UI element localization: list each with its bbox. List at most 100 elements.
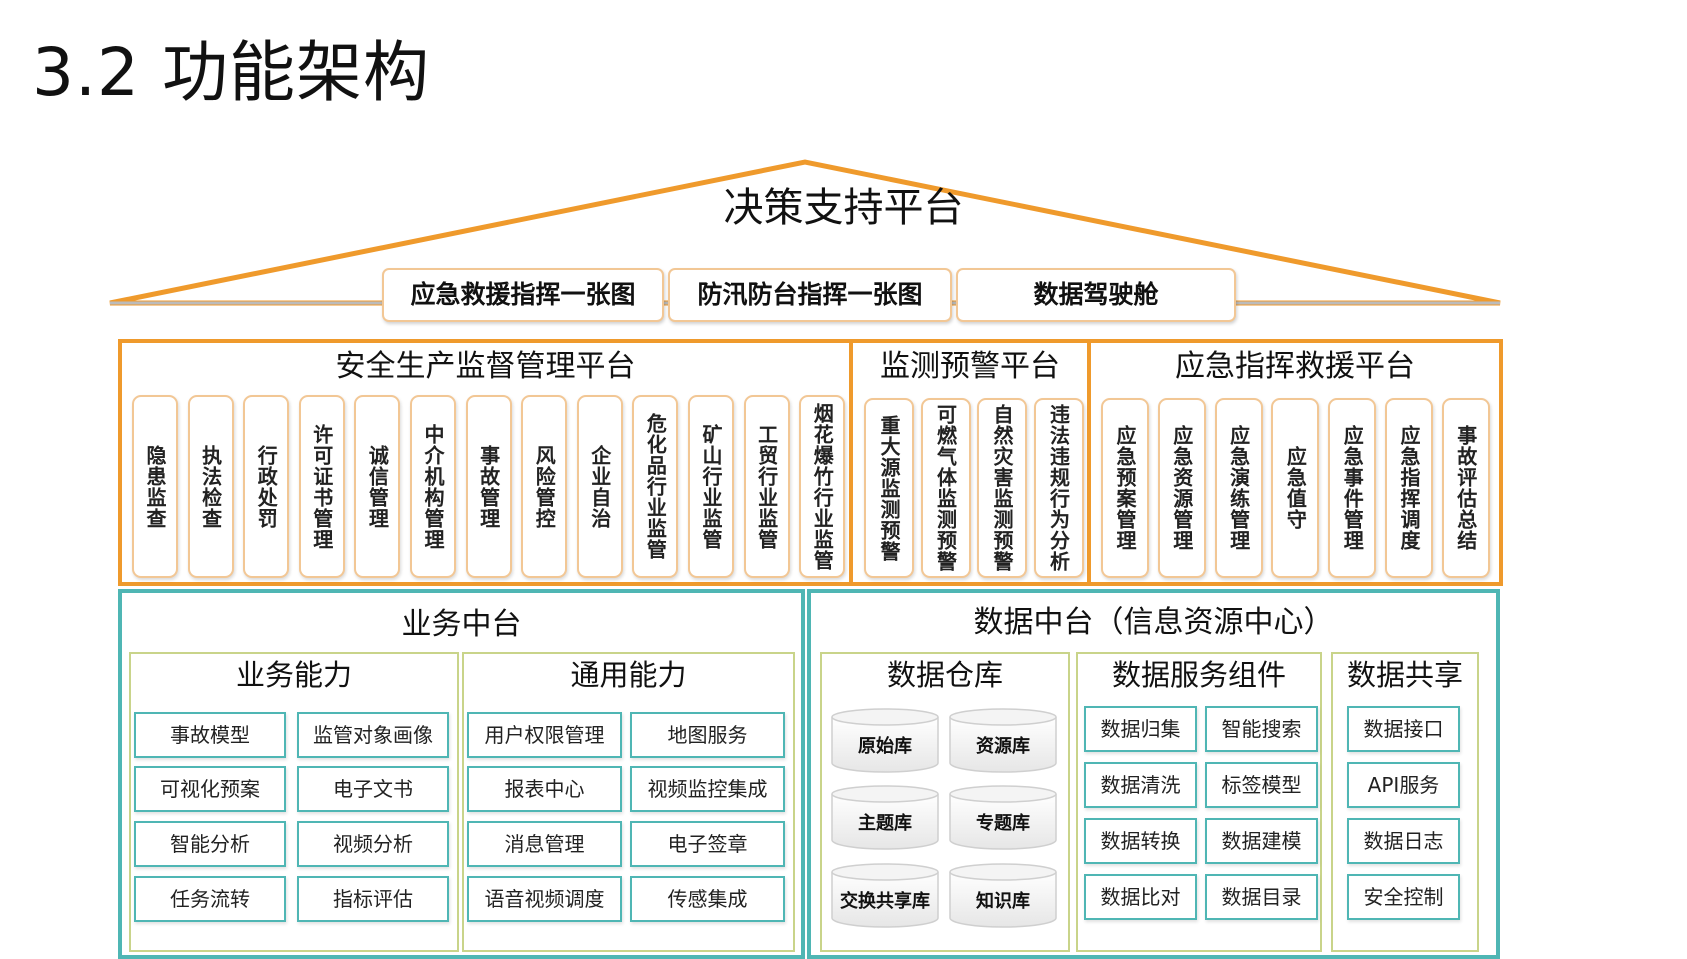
service-component-button-2[interactable]: 数据清洗 xyxy=(1084,762,1197,808)
service-component-button-1[interactable]: 智能搜索 xyxy=(1205,706,1318,752)
safety-card-1[interactable]: 执法检查 xyxy=(187,395,234,578)
business-ability-button-2[interactable]: 可视化预案 xyxy=(134,766,286,812)
safety-card-label: 执法检查 xyxy=(198,444,223,529)
safety-card-0[interactable]: 隐患监查 xyxy=(132,395,178,578)
general-ability-button-0[interactable]: 用户权限管理 xyxy=(467,712,622,758)
emergency-card-label: 应急资源管理 xyxy=(1169,425,1194,551)
general-ability-button-4[interactable]: 消息管理 xyxy=(467,821,622,867)
business-ability-title: 业务能力 xyxy=(235,658,352,692)
roof-card-emergency-rescue[interactable]: 应急救援指挥一张图 xyxy=(382,268,664,322)
emergency-card-6[interactable]: 事故评估总结 xyxy=(1441,398,1490,578)
emergency-card-label: 应急指挥调度 xyxy=(1397,425,1421,551)
safety-card-label: 危化品行业监管 xyxy=(643,413,668,560)
database-cylinder-1[interactable]: 资源库 xyxy=(948,707,1058,773)
database-icon xyxy=(831,785,939,850)
monitor-card-label: 重大源监测预警 xyxy=(877,414,901,562)
safety-card-4[interactable]: 诚信管理 xyxy=(354,395,401,578)
emergency-card-label: 应急事件管理 xyxy=(1340,425,1365,551)
service-component-button-5[interactable]: 数据建模 xyxy=(1205,818,1318,864)
database-icon xyxy=(949,785,1057,850)
emergency-card-3[interactable]: 应急值守 xyxy=(1271,398,1320,578)
general-ability-button-3[interactable]: 视频监控集成 xyxy=(630,766,785,812)
safety-card-2[interactable]: 行政处罚 xyxy=(243,395,290,578)
general-ability-button-1[interactable]: 地图服务 xyxy=(630,712,785,758)
emergency-card-4[interactable]: 应急事件管理 xyxy=(1328,398,1377,578)
safety-card-label: 风险管控 xyxy=(532,444,557,529)
database-label: 原始库 xyxy=(858,736,912,757)
service-component-button-0[interactable]: 数据归集 xyxy=(1084,706,1197,752)
application-platforms xyxy=(118,339,1503,586)
database-cylinder-2[interactable]: 主题库 xyxy=(830,784,940,850)
database-cylinder-0[interactable]: 原始库 xyxy=(830,707,940,773)
service-component-button-7[interactable]: 数据目录 xyxy=(1205,874,1318,920)
safety-card-label: 事故管理 xyxy=(476,444,501,529)
emergency-card-0[interactable]: 应急预案管理 xyxy=(1101,398,1149,578)
safety-card-6[interactable]: 事故管理 xyxy=(465,395,512,578)
safety-card-12[interactable]: 烟花爆竹行业监管 xyxy=(799,395,846,578)
monitor-card-2[interactable]: 自然灾害监测预警 xyxy=(977,398,1027,578)
safety-card-label: 中介机构管理 xyxy=(421,423,445,550)
emergency-card-5[interactable]: 应急指挥调度 xyxy=(1385,398,1433,578)
data-warehouse-title: 数据仓库 xyxy=(886,658,1003,692)
monitor-card-label: 可燃气体监测预警 xyxy=(933,404,958,572)
business-ability-button-7[interactable]: 指标评估 xyxy=(297,876,449,922)
general-ability-title: 通用能力 xyxy=(570,658,687,692)
data-sharing-button-1[interactable]: API服务 xyxy=(1347,762,1460,808)
safety-card-3[interactable]: 许可证书管理 xyxy=(298,395,345,578)
database-cylinder-3[interactable]: 专题库 xyxy=(948,784,1058,850)
emergency-platform-title: 应急指挥救援平台 xyxy=(1175,349,1415,384)
service-component-button-4[interactable]: 数据转换 xyxy=(1084,818,1197,864)
business-ability-button-3[interactable]: 电子文书 xyxy=(297,766,449,812)
data-sharing-button-3[interactable]: 安全控制 xyxy=(1347,874,1460,920)
database-icon xyxy=(831,708,939,773)
platform-divider xyxy=(849,339,853,586)
platform-divider xyxy=(1087,339,1091,586)
safety-card-10[interactable]: 矿山行业监管 xyxy=(688,395,734,578)
emergency-card-2[interactable]: 应急演练管理 xyxy=(1214,398,1263,578)
service-component-button-3[interactable]: 标签模型 xyxy=(1205,762,1318,808)
safety-card-label: 隐患监查 xyxy=(143,444,167,529)
database-icon xyxy=(831,863,939,928)
safety-card-label: 工贸行业监管 xyxy=(754,423,779,550)
safety-card-label: 许可证书管理 xyxy=(309,423,334,550)
emergency-card-1[interactable]: 应急资源管理 xyxy=(1157,398,1206,578)
roof-card-flood-control[interactable]: 防汛防台指挥一张图 xyxy=(668,268,952,322)
database-label: 交换共享库 xyxy=(840,891,930,912)
monitor-card-label: 违法违规行为分析 xyxy=(1046,404,1071,572)
database-cylinder-4[interactable]: 交换共享库 xyxy=(830,862,940,928)
safety-card-7[interactable]: 风险管控 xyxy=(521,395,568,578)
monitor-card-0[interactable]: 重大源监测预警 xyxy=(864,398,914,578)
safety-card-11[interactable]: 工贸行业监管 xyxy=(743,395,790,578)
safety-card-label: 企业自治 xyxy=(587,444,612,529)
business-ability-button-0[interactable]: 事故模型 xyxy=(134,712,286,758)
monitor-card-3[interactable]: 违法违规行为分析 xyxy=(1033,398,1084,578)
safety-card-label: 行政处罚 xyxy=(254,444,279,529)
general-ability-button-2[interactable]: 报表中心 xyxy=(467,766,622,812)
service-component-button-6[interactable]: 数据比对 xyxy=(1084,874,1197,920)
general-ability-button-6[interactable]: 语音视频调度 xyxy=(467,876,622,922)
business-center-title: 业务中台 xyxy=(401,607,522,642)
business-ability-button-1[interactable]: 监管对象画像 xyxy=(297,712,449,758)
roof-card-data-cockpit[interactable]: 数据驾驶舱 xyxy=(956,268,1236,322)
database-cylinder-5[interactable]: 知识库 xyxy=(948,862,1058,928)
safety-card-5[interactable]: 中介机构管理 xyxy=(410,395,456,578)
general-ability-button-7[interactable]: 传感集成 xyxy=(630,876,785,922)
general-ability-button-5[interactable]: 电子签章 xyxy=(630,821,785,867)
emergency-card-label: 事故评估总结 xyxy=(1453,425,1478,551)
emergency-card-label: 应急值守 xyxy=(1283,446,1308,530)
safety-card-8[interactable]: 企业自治 xyxy=(576,395,623,578)
decision-platform-title: 决策支持平台 xyxy=(723,185,964,231)
emergency-card-label: 应急预案管理 xyxy=(1113,425,1137,551)
monitor-card-1[interactable]: 可燃气体监测预警 xyxy=(920,398,971,578)
safety-card-9[interactable]: 危化品行业监管 xyxy=(632,395,679,578)
monitor-card-label: 自然灾害监测预警 xyxy=(990,404,1014,572)
safety-card-label: 诚信管理 xyxy=(365,444,390,529)
business-ability-button-6[interactable]: 任务流转 xyxy=(134,876,286,922)
business-ability-button-5[interactable]: 视频分析 xyxy=(297,821,449,867)
data-sharing-button-0[interactable]: 数据接口 xyxy=(1347,706,1460,752)
service-components-title: 数据服务组件 xyxy=(1111,658,1286,692)
database-label: 资源库 xyxy=(976,736,1030,757)
database-icon xyxy=(949,863,1057,928)
data-sharing-button-2[interactable]: 数据日志 xyxy=(1347,818,1460,864)
business-ability-button-4[interactable]: 智能分析 xyxy=(134,821,286,867)
